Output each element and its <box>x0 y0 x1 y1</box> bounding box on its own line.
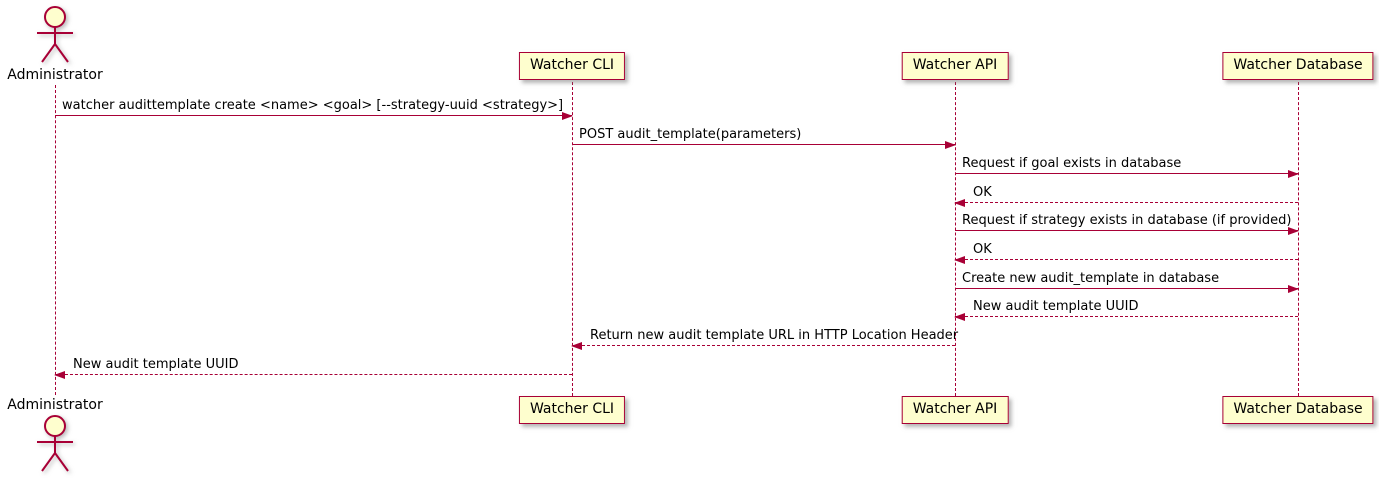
message-4-label: OK <box>973 185 992 200</box>
participant-watcher-api-bottom: Watcher API <box>901 396 1009 424</box>
lifeline-watcher-api <box>955 82 956 396</box>
message-10-label: New audit template UUID <box>73 357 239 372</box>
actor-label-administrator-bottom: Administrator <box>7 397 103 413</box>
arrowhead-right-icon <box>562 112 573 120</box>
arrowhead-left-icon <box>571 342 582 350</box>
message-3: Request if goal exists in database <box>955 156 1299 178</box>
actor-label-administrator-top: Administrator <box>7 67 103 83</box>
participant-watcher-cli-bottom: Watcher CLI <box>518 396 626 424</box>
arrowhead-right-icon <box>1288 170 1299 178</box>
message-9: Return new audit template URL in HTTP Lo… <box>571 328 959 350</box>
participant-watcher-api-top: Watcher API <box>901 52 1009 80</box>
arrowhead-left-icon <box>954 199 965 207</box>
message-6: OK <box>954 242 1298 264</box>
message-5: Request if strategy exists in database (… <box>955 213 1299 235</box>
arrowhead-right-icon <box>1288 285 1299 293</box>
message-7-line <box>955 288 1298 289</box>
participant-watcher-cli-top: Watcher CLI <box>518 52 626 80</box>
lifeline-administrator <box>55 85 56 395</box>
message-3-label: Request if goal exists in database <box>962 156 1182 171</box>
message-1-line <box>55 115 572 116</box>
message-6-label: OK <box>973 242 992 257</box>
message-1: watcher audittemplate create <name> <goa… <box>55 98 573 120</box>
participant-watcher-database-top: Watcher Database <box>1222 52 1374 80</box>
message-8: New audit template UUID <box>954 299 1298 321</box>
participant-watcher-database-bottom: Watcher Database <box>1222 396 1374 424</box>
message-10-line <box>55 374 572 375</box>
arrowhead-right-icon <box>1288 227 1299 235</box>
message-5-label: Request if strategy exists in database (… <box>962 213 1292 228</box>
message-9-label: Return new audit template URL in HTTP Lo… <box>590 328 959 343</box>
message-2-line <box>572 144 955 145</box>
message-4: OK <box>954 185 1298 207</box>
message-3-line <box>955 173 1298 174</box>
message-2: POST audit_template(parameters) <box>572 127 956 149</box>
arrowhead-left-icon <box>54 371 65 379</box>
message-4-line <box>955 202 1298 203</box>
lifeline-watcher-cli <box>572 82 573 396</box>
actor-icon <box>29 413 81 477</box>
message-1-label: watcher audittemplate create <name> <goa… <box>62 98 564 113</box>
message-7: Create new audit_template in database <box>955 271 1299 293</box>
message-8-label: New audit template UUID <box>973 299 1139 314</box>
arrowhead-right-icon <box>945 141 956 149</box>
message-9-line <box>572 345 955 346</box>
message-2-label: POST audit_template(parameters) <box>579 127 802 142</box>
message-6-line <box>955 259 1298 260</box>
message-8-line <box>955 316 1298 317</box>
arrowhead-left-icon <box>954 256 965 264</box>
message-5-line <box>955 230 1298 231</box>
arrowhead-left-icon <box>954 313 965 321</box>
message-10: New audit template UUID <box>54 357 572 379</box>
lifeline-watcher-database <box>1298 82 1299 396</box>
message-7-label: Create new audit_template in database <box>962 271 1220 286</box>
actor-icon <box>29 4 81 68</box>
